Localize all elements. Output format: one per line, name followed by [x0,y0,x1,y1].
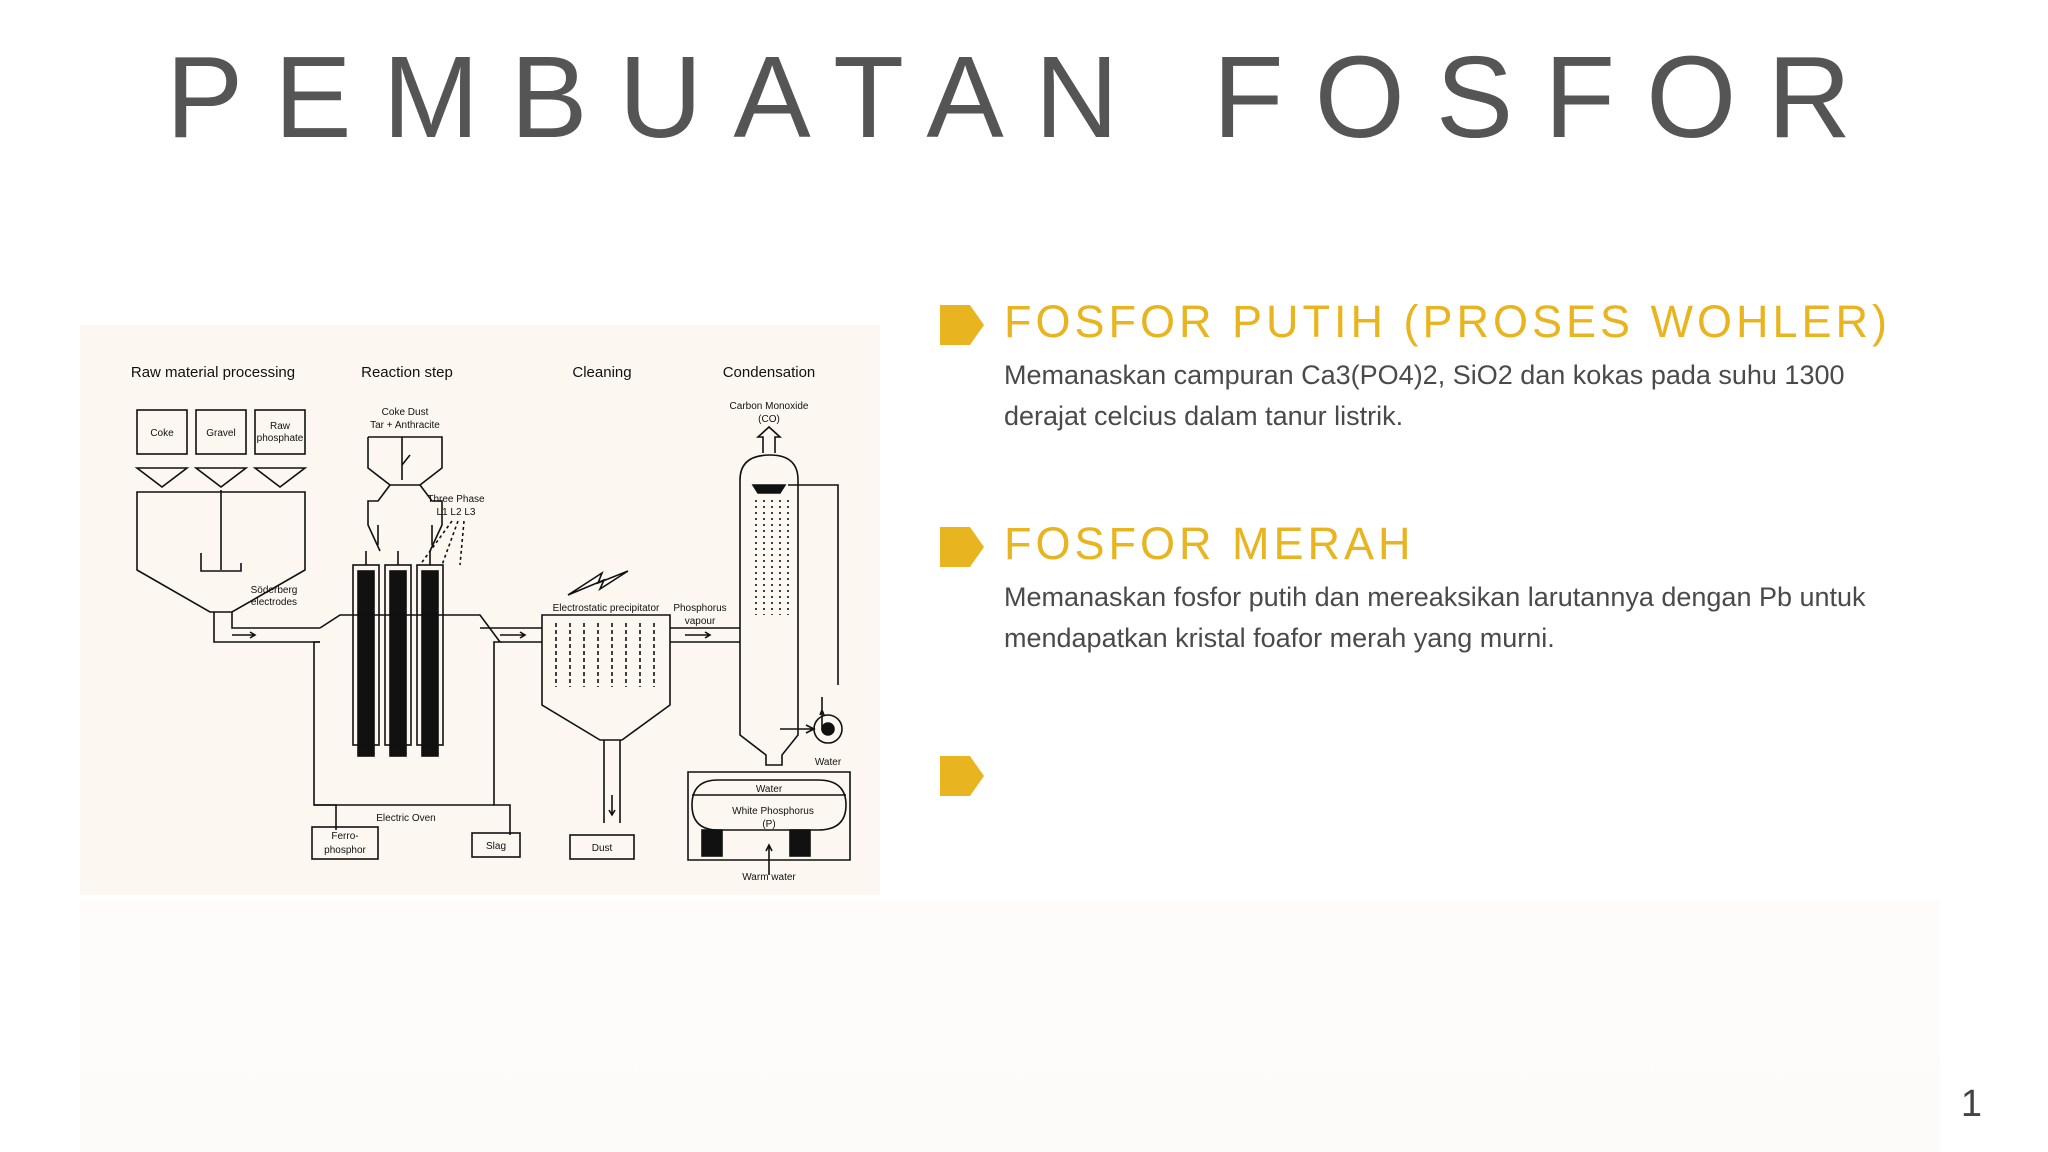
bullet-arrow-icon [940,527,984,567]
stage-label-reaction: Reaction step [361,364,453,381]
precipitator-plates [555,623,655,687]
process-diagram-svg: Raw material processing Reaction step Cl… [131,364,851,883]
page-number: 1 [1960,1083,1982,1125]
slag-box [471,832,521,858]
feeder-stirrer [401,437,411,480]
carbon-monoxide-label-2: (CO) [758,414,780,425]
white-phosphorus-label-1: White Phosphorus [732,806,814,817]
process-diagram: Raw material processing Reaction step Cl… [80,325,880,895]
flow-arrow-1 [232,631,257,639]
electrostatic-label: Electrostatic precipitator [553,603,660,614]
tar-anthracite-label: Tar + Anthracite [370,420,440,431]
raw-phosphate-label-1: Raw [270,421,291,432]
ferrophosphor-label-1: Ferro- [331,831,358,842]
electrode-1 [357,570,375,757]
electrode-feeder-left [367,437,392,552]
slide-title: PEMBUATAN FOSFOR [165,32,1883,162]
water-pump-hub [821,722,835,736]
electrode-connectors [365,551,431,565]
raw-phosphate-box [254,409,306,455]
heater-right [789,829,811,857]
dust-label: Dust [592,843,613,854]
dust-outlet [603,740,621,823]
coke-label: Coke [150,428,174,439]
gravel-box [195,409,247,455]
electrode-3 [421,570,439,757]
coke-dust-label: Coke Dust [382,407,429,418]
bullet-arrow-icon [940,305,984,345]
section-body-red-phosphorus: Memanaskan fosfor putih dan mereaksikan … [1004,582,1866,653]
warm-water-arrow [765,843,773,875]
pump-feed-arrow [780,724,816,734]
raw-phosphate-label-2: phosphate [257,433,304,444]
water-tank-label: Water [756,784,783,795]
phosphorus-vapour-label-2: vapour [685,616,716,627]
co-outlet-arrow [755,425,783,453]
heater-left [701,829,723,857]
stage-label-condensation: Condensation [723,364,816,381]
white-phosphorus-tank [691,779,847,831]
phosphorus-vapour-label-1: Phosphorus [673,603,726,614]
section-body-white-phosphorus: Memanaskan campuran Ca3(PO4)2, SiO2 dan … [1004,360,1845,431]
spray-droplets [755,500,789,615]
electrode-feeder-right [368,436,443,552]
mixer-blade [200,490,242,572]
flow-arrow-2 [500,631,527,639]
soderberg-label-1: Söderberg [251,585,298,596]
gas-duct [480,627,542,643]
feeder-neck [377,484,433,545]
recycle-loop [788,484,839,730]
white-phosphorus-label-2: (P) [762,819,775,830]
vapour-duct [670,627,740,643]
ferrophosphor-label-2: phosphor [324,845,366,856]
coke-box [136,409,188,455]
slag-label: Slag [486,841,506,852]
bullet-arrow-icon [940,756,984,796]
feed-hoppers [134,467,308,489]
water-pump-label: Water [815,757,842,768]
conveyor-line [213,612,320,643]
section-title-red-phosphorus: FOSFOR MERAH [1004,518,1415,569]
ferrophosphor-box [311,826,379,860]
gravel-label: Gravel [206,428,235,439]
carbon-monoxide-label-1: Carbon Monoxide [730,401,809,412]
soderberg-label-2: electrodes [251,597,297,608]
condenser-column [739,454,799,766]
spray-head-icon [751,484,787,494]
lightning-icon [567,570,629,596]
three-phase-label: Three Phase [427,494,485,505]
dust-box [569,834,635,860]
stage-label-raw-material: Raw material processing [131,364,295,381]
phases-label: L1 L2 L3 [437,507,476,518]
electric-oven-label: Electric Oven [376,813,435,824]
electric-oven-body [313,614,511,835]
stage-label-cleaning: Cleaning [572,364,631,381]
warm-water-label: Warm water [742,872,796,883]
collection-basin [687,771,851,861]
electrostatic-precipitator [541,614,671,741]
electrode-2 [389,570,407,757]
phase-lines [419,520,465,566]
flow-arrow-3 [685,631,712,639]
slide-background-shade [80,900,1940,1152]
section-title-white-phosphorus: FOSFOR PUTIH (PROSES WOHLER) [1004,296,1892,347]
